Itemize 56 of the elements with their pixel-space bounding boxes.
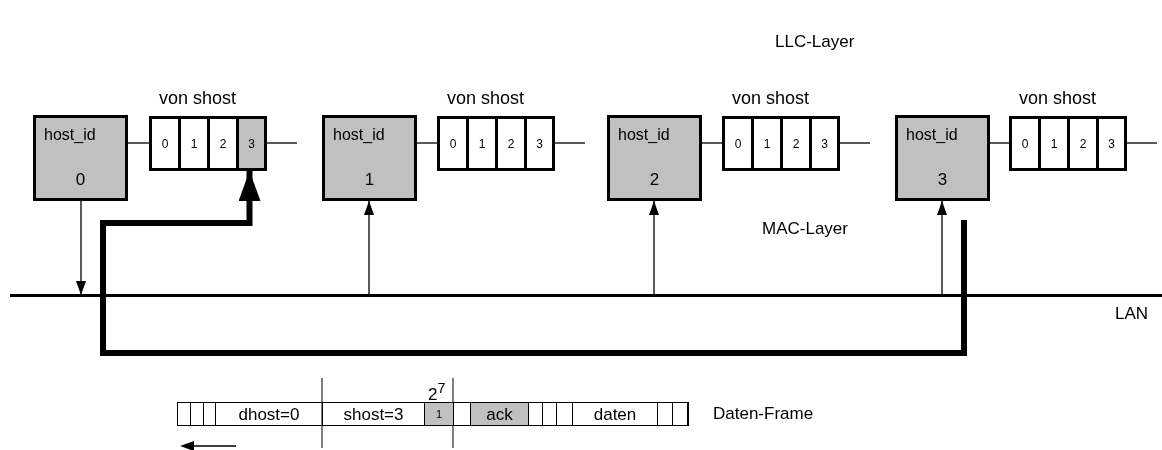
host-box: [33, 115, 128, 201]
host-number: 1: [363, 170, 376, 190]
queue-slot: 3: [809, 116, 840, 171]
connector-line: [554, 142, 586, 144]
bit-position-label: 2$^{7}$: [428, 380, 446, 405]
queue: [1009, 88, 1127, 171]
queue-slot: 2: [780, 116, 812, 171]
connector-line: [839, 142, 871, 144]
connector-line: [989, 142, 1010, 144]
arrow: [649, 200, 659, 296]
queue-label: von shost: [1019, 88, 1097, 109]
queue-slot: 0: [437, 116, 469, 171]
host-label: host_id: [333, 126, 385, 144]
connector-line: [1126, 142, 1158, 144]
host-label: host_id: [618, 126, 670, 144]
queue-slot: 3: [1096, 116, 1127, 171]
queue-label: von shost: [732, 88, 810, 109]
layer-label: LLC-Layer: [775, 32, 855, 52]
arrow: [76, 200, 86, 296]
queue-slot: 3: [236, 116, 267, 171]
frame-label: Daten-Frame: [713, 404, 814, 424]
connector-line: [416, 142, 438, 144]
host-label: host_id: [906, 126, 958, 144]
host-box: [322, 115, 417, 201]
host-number: 2: [648, 170, 661, 190]
queue: [722, 88, 840, 171]
queue-slot: 0: [1009, 116, 1041, 171]
connector-line: [266, 142, 298, 144]
queue-label: von shost: [447, 88, 525, 109]
connector-line: [127, 142, 150, 144]
queue-slot: 2: [495, 116, 527, 171]
queue-slot: 1: [751, 116, 783, 171]
host-number: 0: [74, 170, 87, 190]
queue: [149, 88, 267, 171]
queue-slot: 0: [149, 116, 181, 171]
arrow: [364, 200, 374, 296]
host-box: [895, 115, 990, 201]
queue-slot: 1: [178, 116, 210, 171]
arrow: [937, 200, 947, 296]
connector-line: [701, 142, 723, 144]
queue-label: von shost: [159, 88, 237, 109]
queue-slot: 2: [1067, 116, 1099, 171]
frame-field: ack: [470, 402, 529, 426]
host-number: 3: [936, 170, 949, 190]
frame-field: 1: [424, 402, 454, 426]
host-label: host_id: [44, 126, 96, 144]
bus-label: LAN: [1114, 304, 1148, 324]
queue-slot: 1: [1038, 116, 1070, 171]
queue-slot: 2: [207, 116, 239, 171]
layer-label: MAC-Layer: [762, 219, 848, 239]
queue: [437, 88, 555, 171]
host-box: [607, 115, 702, 201]
queue-slot: 3: [524, 116, 555, 171]
arrow: [100, 171, 967, 356]
queue-slot: 1: [466, 116, 498, 171]
queue-slot: 0: [722, 116, 754, 171]
